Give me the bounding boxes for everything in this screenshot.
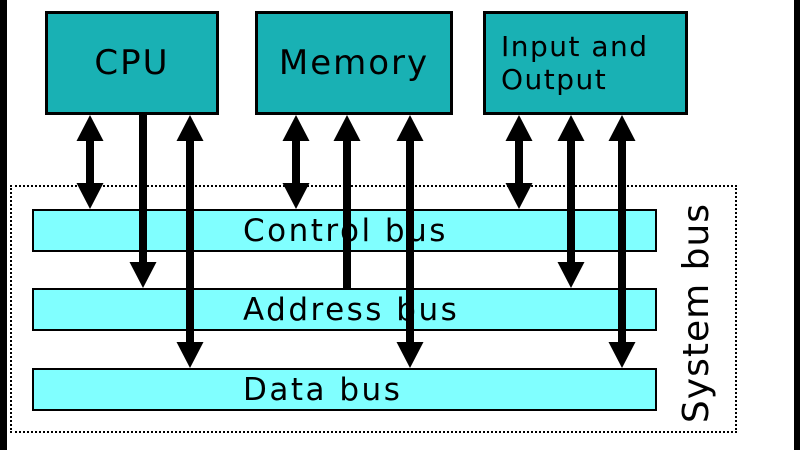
input-output-label: Input and Output [486, 30, 649, 96]
system-bus-label: System bus [676, 202, 717, 424]
data-bus-bar: Data bus [32, 368, 657, 411]
data-bus-label: Data bus [243, 371, 403, 408]
memory-box: Memory [255, 11, 453, 115]
control-bus-label: Control bus [243, 212, 448, 249]
left-edge-bar [0, 0, 7, 450]
address-bus-bar: Address bus [32, 288, 657, 331]
right-edge-bar [794, 0, 800, 450]
address-bus-label: Address bus [243, 291, 460, 328]
memory-label: Memory [278, 43, 430, 83]
cpu-box: CPU [45, 11, 219, 115]
input-output-box: Input and Output [483, 11, 688, 115]
system-bus-dotted-boundary [10, 185, 737, 433]
cpu-label: CPU [94, 43, 170, 83]
control-bus-bar: Control bus [32, 209, 657, 252]
input-output-label-line1: Input and [501, 29, 649, 63]
input-output-label-line2: Output [501, 63, 608, 96]
